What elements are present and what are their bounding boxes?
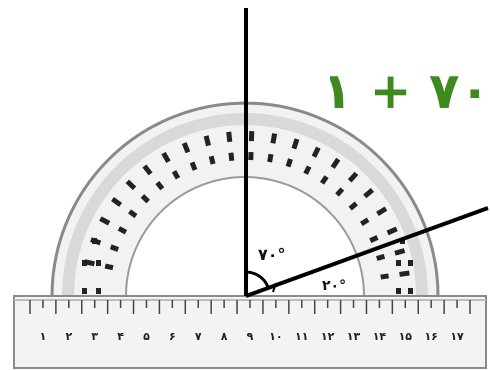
degree-mark [399, 270, 410, 277]
angle-tick [272, 282, 277, 293]
degree-mark [82, 288, 87, 294]
ruler-tick-label: ۱۱ [295, 330, 308, 343]
angle-label-large: ۷۰° [258, 245, 286, 264]
degree-mark [348, 201, 358, 211]
ruler-tick-label: ۷ [195, 330, 202, 343]
ruler-tick-label: ۴ [117, 330, 124, 343]
degree-mark [109, 244, 120, 252]
ruler-tick-label: ۹ [247, 330, 254, 343]
degree-mark [396, 260, 401, 266]
ruler-tick-label: ۳ [91, 330, 98, 343]
degree-mark [396, 288, 401, 294]
degree-mark [171, 170, 181, 180]
degree-mark [376, 253, 386, 261]
degree-mark [363, 188, 375, 199]
degree-mark [311, 146, 321, 158]
degree-mark [369, 235, 379, 243]
degree-mark [92, 238, 97, 244]
degree-mark [330, 157, 341, 169]
degree-mark [96, 288, 101, 294]
degree-mark [376, 206, 388, 216]
degree-mark [347, 171, 359, 183]
degree-mark [408, 288, 413, 294]
degree-mark [285, 158, 293, 168]
degree-mark [189, 161, 198, 171]
degree-mark [128, 209, 138, 219]
degree-mark [226, 131, 233, 143]
degree-mark [125, 179, 137, 191]
angle-arc [245, 270, 270, 288]
angle-label-small: ۲۰° [322, 278, 346, 294]
ruler-tick-label: ۲ [65, 330, 72, 343]
degree-mark [270, 133, 278, 144]
degree-mark [82, 260, 87, 266]
degree-mark [360, 217, 370, 227]
ruler-tick-label: ۱۰ [269, 330, 282, 343]
degree-mark [142, 164, 153, 176]
degree-mark [335, 187, 345, 197]
degree-mark [394, 248, 406, 256]
ruler-tick-label: ۱۷ [450, 330, 464, 343]
expression-text: ۷۰ + ۱ [330, 66, 490, 116]
degree-mark [104, 263, 114, 271]
ruler-tick-label: ۱۲ [321, 330, 335, 343]
degree-mark [208, 155, 216, 165]
ruler-tick-label: ۱۵ [399, 330, 413, 343]
degree-mark [408, 260, 413, 266]
degree-mark [267, 153, 274, 163]
degree-mark [319, 175, 329, 185]
degree-mark [380, 273, 389, 280]
degree-mark [291, 138, 300, 150]
degree-mark [228, 152, 235, 162]
ruler-tick-label: ۱۶ [424, 330, 437, 343]
degree-mark [140, 194, 150, 204]
degree-mark [203, 135, 211, 147]
slanted-line [245, 206, 489, 298]
ruler-tick-label: ۱ [40, 330, 47, 343]
degree-mark [111, 196, 123, 207]
ruler-tick-label: ۸ [221, 330, 228, 343]
degree-mark [117, 226, 128, 235]
ruler-tick-label: ۵ [143, 330, 150, 343]
protractor-degree-marks [82, 131, 413, 294]
degree-mark [96, 260, 101, 266]
ruler-tick-label: ۱۴ [373, 330, 387, 343]
degree-mark [181, 142, 191, 154]
degree-mark [99, 216, 111, 226]
ruler-tick-label: ۱۳ [347, 330, 361, 343]
ruler-tick-label: ۶ [169, 330, 176, 343]
degree-mark [386, 226, 398, 236]
degree-mark [155, 180, 165, 191]
degree-mark [161, 151, 171, 164]
degree-mark [303, 165, 312, 175]
